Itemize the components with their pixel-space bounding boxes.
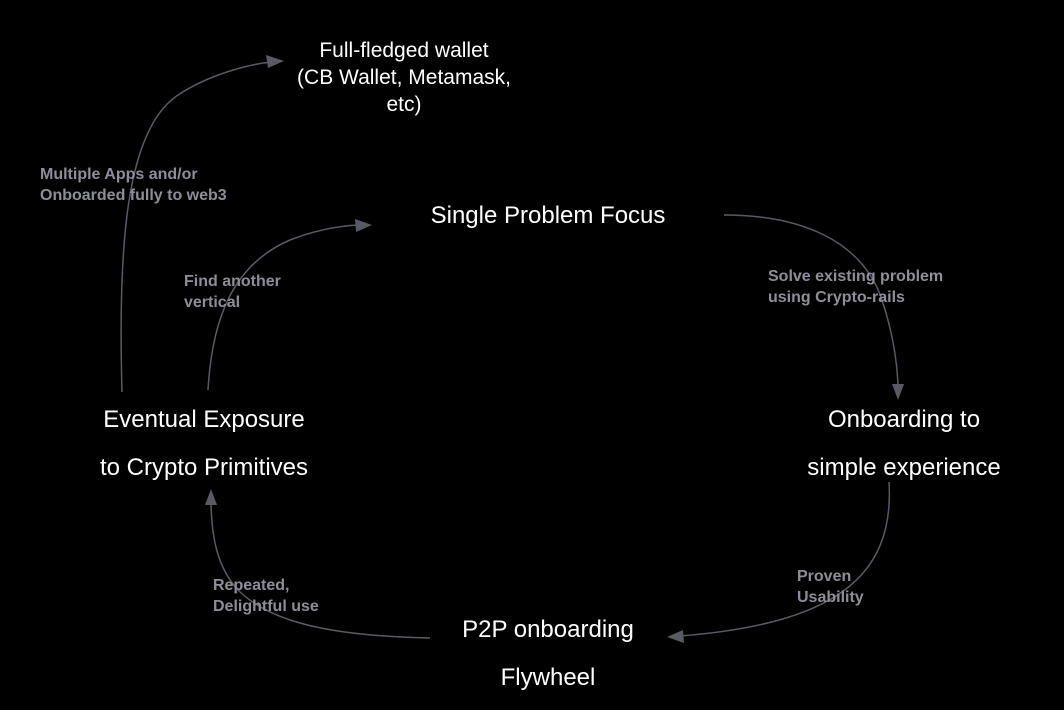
- edge-label-solve-line-1: Solve existing problem: [768, 268, 944, 285]
- node-wallet-line-1: Full-fledged wallet: [319, 39, 489, 62]
- node-exposure-line-2: to Crypto Primitives: [99, 454, 309, 481]
- edge-label-solve-existing: Solve existing problem using Crypto-rail…: [768, 266, 943, 308]
- node-onboarding-line-2: simple experience: [807, 454, 1001, 481]
- edge-label-multiple-apps-line-1: Multiple Apps and/or: [40, 166, 198, 183]
- node-onboarding-line-1: Onboarding to: [827, 406, 981, 433]
- edge-label-proven-usability: Proven Usability: [797, 566, 864, 608]
- edge-exposure-to-focus: [207, 224, 359, 391]
- edge-exposure-to-wallet: [120, 61, 273, 393]
- node-focus-line-1: Single Problem Focus: [430, 202, 666, 229]
- edge-label-solve-line-2: using Crypto-rails: [768, 289, 905, 306]
- edge-label-multiple-apps: Multiple Apps and/or Onboarded fully to …: [40, 164, 227, 206]
- edge-p2p-to-exposure: [210, 504, 431, 639]
- edge-label-find-line-2: vertical: [184, 294, 241, 311]
- node-eventual-exposure: Eventual Exposure to Crypto Primitives: [64, 396, 344, 492]
- node-wallet-line-3: etc): [386, 93, 422, 116]
- edge-label-repeated-use: Repeated, Delightful use: [213, 575, 319, 617]
- node-p2p-line-2: Flywheel: [500, 664, 596, 691]
- edge-focus-to-onboarding: [723, 214, 899, 386]
- edge-label-find-line-1: Find another: [184, 273, 281, 290]
- edge-label-proven-line-1: Proven: [797, 568, 852, 585]
- edge-label-find-vertical: Find another vertical: [184, 271, 281, 313]
- arrowhead-onboarding: [892, 384, 904, 400]
- edge-label-proven-line-2: Usability: [797, 589, 864, 606]
- edge-label-repeated-line-1: Repeated,: [213, 577, 290, 594]
- edge-label-multiple-apps-line-2: Onboarded fully to web3: [40, 187, 227, 204]
- node-wallet-line-2: (CB Wallet, Metamask,: [297, 66, 511, 89]
- arrowhead-exposure: [205, 489, 217, 505]
- node-p2p-line-1: P2P onboarding: [462, 616, 634, 643]
- edge-label-repeated-line-2: Delightful use: [213, 598, 319, 615]
- arrowhead-wallet: [266, 55, 284, 68]
- node-full-fledged-wallet: Full-fledged wallet (CB Wallet, Metamask…: [254, 37, 554, 118]
- node-onboarding-simple-experience: Onboarding to simple experience: [772, 396, 1036, 492]
- node-p2p-onboarding-flywheel: P2P onboarding Flywheel: [408, 606, 688, 702]
- edge-onboarding-to-p2p: [679, 481, 891, 637]
- node-single-problem-focus: Single Problem Focus: [378, 201, 718, 231]
- arrowhead-focus: [355, 219, 372, 232]
- node-exposure-line-1: Eventual Exposure: [103, 406, 305, 433]
- arrowhead-p2p: [667, 630, 684, 643]
